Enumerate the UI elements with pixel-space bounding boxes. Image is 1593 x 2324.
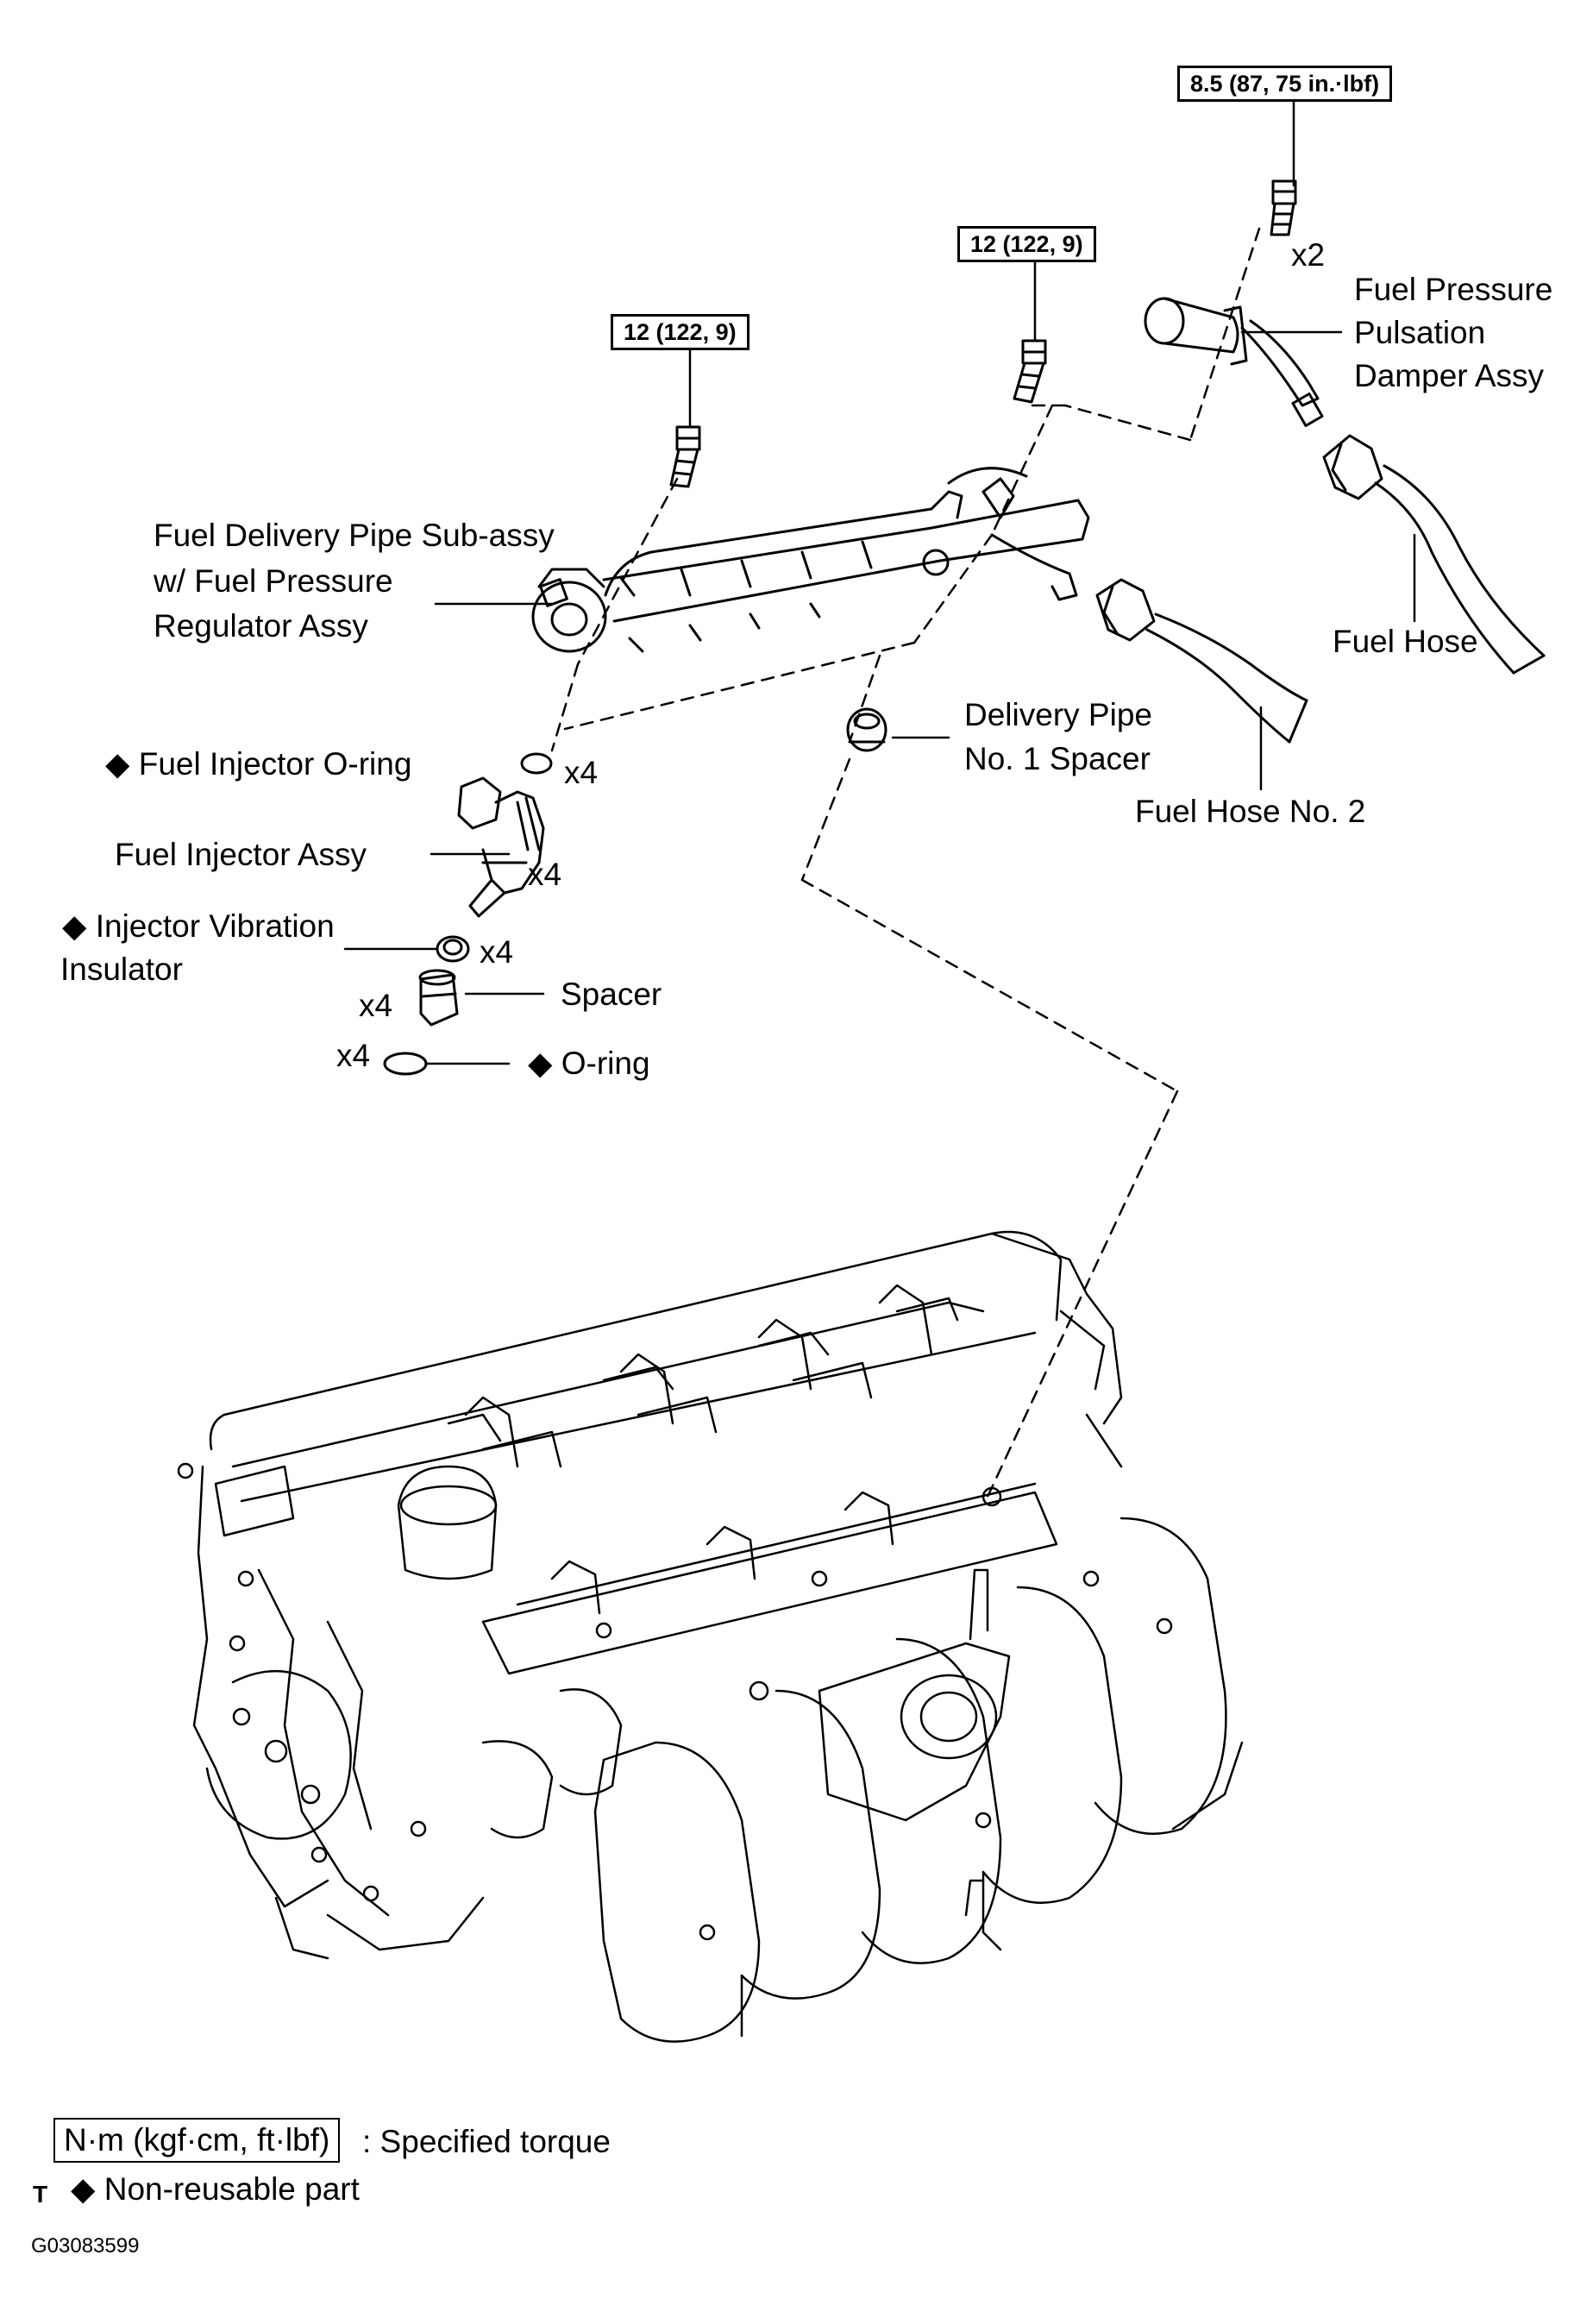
legend-non-reusable: ◆ Non-reusable part <box>71 2171 360 2207</box>
bolt-damper <box>1270 179 1297 236</box>
spacer-part <box>418 969 459 1027</box>
spacer-part-label: Spacer <box>561 977 662 1012</box>
spacer-label-line2: No. 1 Spacer <box>964 741 1151 776</box>
alignment-dashed-lines <box>550 227 1261 1498</box>
vibration-insulator-line2: Insulator <box>60 952 183 987</box>
bolt-pipe-right <box>1013 339 1047 404</box>
figure-id: G03083599 <box>31 2234 140 2258</box>
pulsation-damper <box>1144 297 1324 427</box>
torque-spec-pipe-bolt-left: 12 (122, 9) <box>611 314 749 350</box>
damper-label-line2: Pulsation <box>1354 315 1486 350</box>
engine-block <box>177 1230 1244 2043</box>
delivery-pipe-spacer <box>846 707 887 752</box>
injector-oring-qty: x4 <box>564 755 599 790</box>
oring-label: ◆ O-ring <box>528 1046 650 1081</box>
injector-oring-label: ◆ Fuel Injector O-ring <box>105 746 412 782</box>
delivery-pipe-label-line1: Fuel Delivery Pipe Sub-assy <box>154 518 555 553</box>
torque-spec-damper-bolt: 8.5 (87, 75 in.·lbf) <box>1177 66 1393 102</box>
fuel-delivery-pipe <box>531 467 1090 653</box>
legend-torque-text: : Specified torque <box>362 2124 611 2159</box>
vibration-insulator-line1: ◆ Injector Vibration <box>62 908 335 944</box>
torque-spec-pipe-bolt-right: 12 (122, 9) <box>957 226 1096 262</box>
delivery-pipe-label-line2: w/ Fuel Pressure <box>154 563 393 599</box>
fuel-hose-label: Fuel Hose <box>1333 624 1478 659</box>
bolt-pipe-left <box>669 425 701 488</box>
spacer-qty: x4 <box>359 988 393 1023</box>
vibration-insulator <box>436 935 470 963</box>
spacer-label-line1: Delivery Pipe <box>964 697 1152 732</box>
fuel-hose-no2 <box>1095 578 1308 744</box>
vibration-insulator-qty: x4 <box>480 934 514 970</box>
delivery-pipe-label-line3: Regulator Assy <box>154 608 368 644</box>
legend-torque-unit-box: N·m (kgf·cm, ft·lbf) <box>53 2118 341 2163</box>
damper-label-line3: Damper Assy <box>1354 358 1545 393</box>
fuel-hose <box>1322 434 1546 675</box>
legend-marker: T <box>33 2181 48 2208</box>
oring-part <box>383 1052 428 1076</box>
fuel-injector <box>457 776 545 918</box>
leader-lines <box>343 93 1416 1065</box>
injector-assy-qty: x4 <box>528 857 562 892</box>
oring-qty: x4 <box>336 1038 371 1073</box>
damper-qty: x2 <box>1291 237 1326 273</box>
damper-label-line1: Fuel Pressure <box>1354 272 1553 307</box>
fuel-injector-oring <box>520 752 553 775</box>
fuel-hose-no2-label: Fuel Hose No. 2 <box>1135 794 1366 829</box>
injector-assy-label: Fuel Injector Assy <box>115 837 367 872</box>
